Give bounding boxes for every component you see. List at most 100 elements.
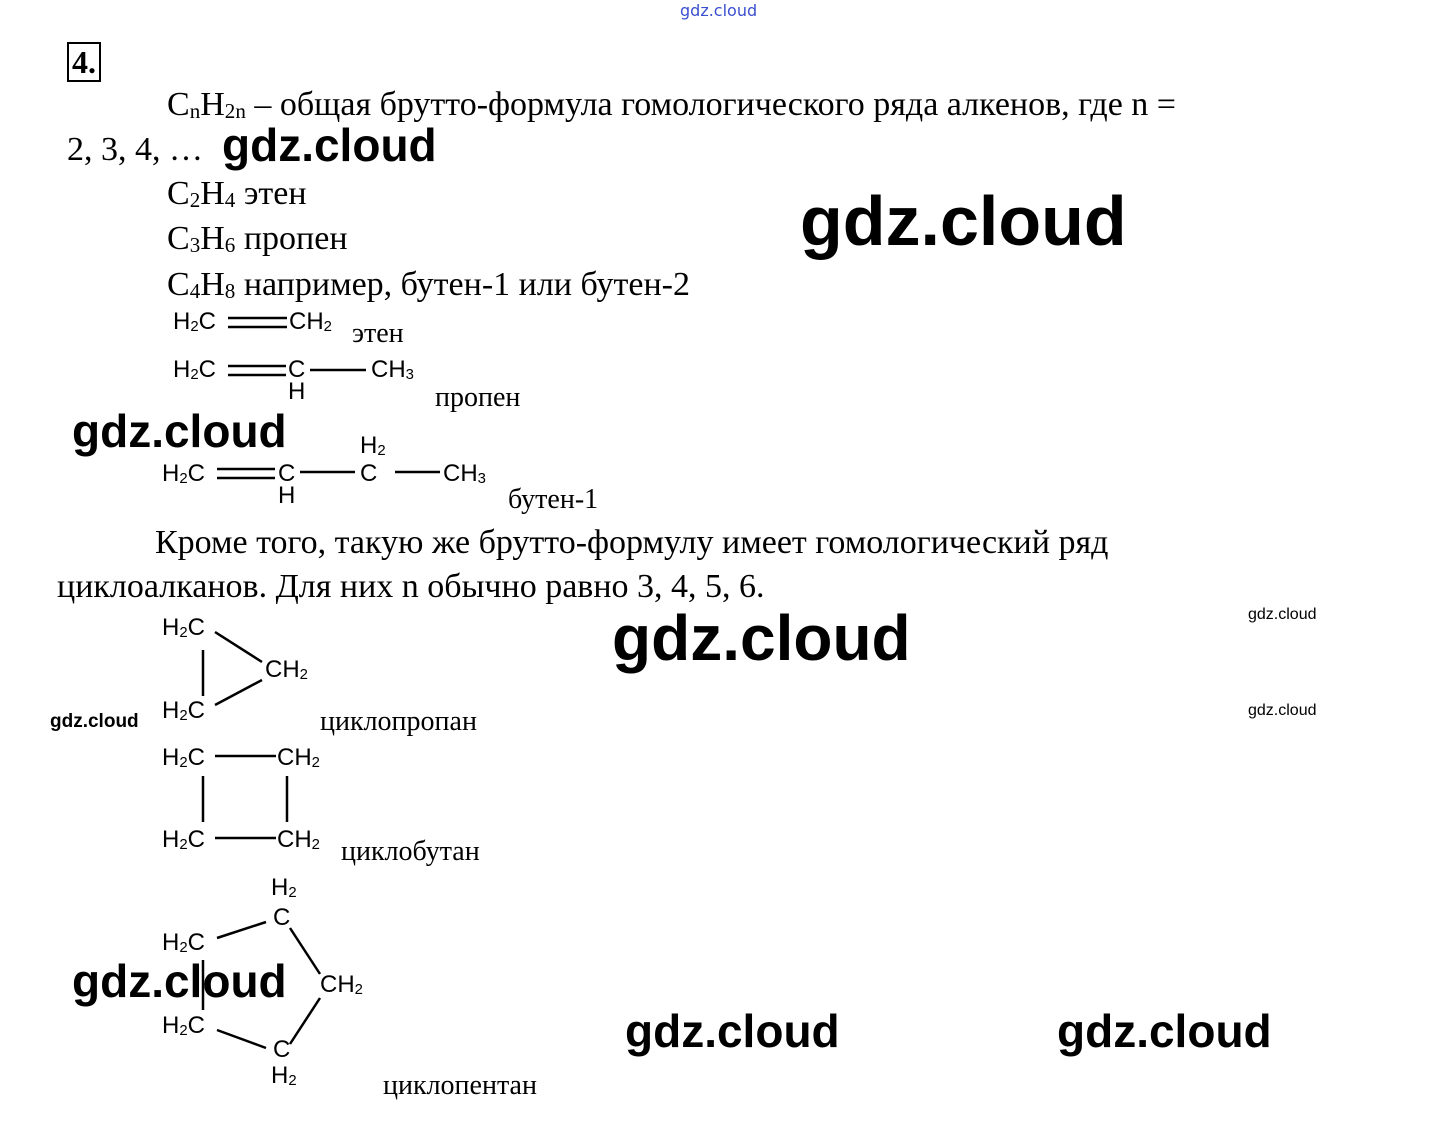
- cyclopropane-c2: CH2: [265, 656, 308, 684]
- watermark: gdz.cloud: [625, 1005, 840, 1057]
- cyclobutane-c2: CH2: [277, 744, 320, 772]
- name: например, бутен-1 или бутен-2: [235, 266, 690, 303]
- propene-c2-h: H: [288, 378, 306, 405]
- sub: 2: [179, 940, 188, 957]
- c: C: [198, 356, 216, 383]
- butene-c2-h: H: [278, 482, 296, 509]
- top-watermark: gdz.cloud: [680, 1, 758, 20]
- watermark: gdz.cloud: [1057, 1005, 1272, 1057]
- butene-label: бутен-1: [508, 484, 599, 515]
- c: C: [198, 308, 216, 335]
- general-formula-line: CnH2n – общая брутто-формула гомологичес…: [167, 88, 1176, 122]
- cyclopentane-c3: CH2: [320, 971, 363, 999]
- ch: CH: [277, 826, 312, 853]
- sub: 3: [477, 471, 486, 488]
- paragraph-line1: Кроме того, такую же брутто-формулу имее…: [155, 524, 1109, 561]
- h: H: [162, 1012, 180, 1039]
- butene-c3: C: [360, 460, 378, 487]
- butene-c2: C: [278, 460, 296, 487]
- sub: 3: [405, 367, 414, 384]
- sub: 4: [189, 279, 201, 304]
- ch: CH: [277, 744, 312, 771]
- h: H: [200, 86, 225, 123]
- h: H: [162, 614, 180, 641]
- watermark: gdz.cloud: [72, 955, 287, 1007]
- c: C: [187, 826, 205, 853]
- butene-c1: H2C: [162, 460, 205, 488]
- c: C: [167, 266, 190, 303]
- cyclopropane-c1: H2C: [162, 614, 205, 642]
- sub: 2: [311, 755, 320, 772]
- watermark: gdz.cloud: [50, 711, 139, 732]
- h: H: [162, 460, 180, 487]
- sub: 2n: [224, 99, 246, 124]
- watermark: gdz.cloud: [612, 602, 911, 674]
- h: H: [271, 874, 289, 901]
- c: C: [187, 614, 205, 641]
- cyclopentane-c1: C: [273, 904, 291, 931]
- sub: 8: [224, 279, 236, 304]
- h: H: [162, 697, 180, 724]
- watermark: gdz.cloud: [72, 405, 287, 457]
- cyclobutane-c4: CH2: [277, 826, 320, 853]
- butene-c3-h: H2: [360, 432, 386, 459]
- sub: 2: [323, 319, 332, 336]
- cyclopropane-label: циклопропан: [320, 706, 477, 737]
- cyclopentane-c5: C: [273, 1036, 291, 1063]
- ch: CH: [320, 971, 355, 998]
- propene-label: пропен: [435, 382, 521, 413]
- h: H: [200, 220, 225, 257]
- sub: 4: [224, 188, 236, 213]
- ethene-right: CH2: [289, 310, 332, 336]
- sub: 2: [354, 982, 363, 999]
- example-propene: C3H6 пропен: [167, 222, 348, 256]
- h: H: [173, 356, 191, 383]
- c: C: [187, 697, 205, 724]
- sub: 2: [179, 471, 188, 488]
- ch: CH: [371, 356, 406, 383]
- propene-c1: H2C: [173, 356, 216, 384]
- sub: 2: [179, 837, 188, 854]
- sub: 2: [179, 755, 188, 772]
- cyclopentane-label: циклопентан: [383, 1070, 537, 1101]
- c: C: [167, 175, 190, 212]
- sub: 2: [179, 708, 188, 725]
- h: H: [200, 175, 225, 212]
- watermark: gdz.cloud: [222, 119, 437, 171]
- cyclopentane-c4: H2C: [162, 1012, 205, 1039]
- h: H: [162, 826, 180, 853]
- cyclobutane-label: циклобутан: [341, 836, 480, 867]
- propene-c2: C: [288, 356, 306, 383]
- text: – общая брутто-формула гомологического р…: [245, 86, 1176, 123]
- c: C: [187, 929, 205, 956]
- butene-c4: CH3: [443, 462, 486, 488]
- watermark: gdz.cloud: [800, 182, 1127, 260]
- ch: CH: [265, 656, 300, 683]
- sub: 2: [189, 188, 201, 213]
- sub: 2: [288, 885, 297, 902]
- name: пропен: [235, 220, 348, 257]
- cyclopentane-c5-h: H2: [271, 1064, 297, 1089]
- ethene-left: H2C: [173, 308, 216, 335]
- paragraph-line2: циклоалканов. Для них n обычно равно 3, …: [57, 568, 765, 605]
- cyclobutane-c1: H2C: [162, 744, 205, 772]
- c: C: [167, 86, 190, 123]
- h: H: [360, 432, 378, 459]
- sub: 3: [189, 233, 201, 258]
- example-ethene: C2H4 этен: [167, 177, 307, 211]
- general-formula-line2: 2, 3, 4, …: [67, 131, 203, 168]
- sub: n: [189, 99, 201, 124]
- sub: 2: [190, 367, 199, 384]
- c: C: [167, 220, 190, 257]
- sub: 2: [299, 667, 308, 684]
- h: H: [162, 744, 180, 771]
- task-number: 4.: [67, 42, 101, 82]
- propene-c3: CH3: [371, 356, 414, 384]
- cyclobutane-c3: H2C: [162, 826, 205, 854]
- name: этен: [235, 175, 307, 212]
- c: C: [187, 1012, 205, 1039]
- sub: 2: [179, 625, 188, 642]
- watermark: gdz.cloud: [1248, 606, 1317, 623]
- h: H: [200, 266, 225, 303]
